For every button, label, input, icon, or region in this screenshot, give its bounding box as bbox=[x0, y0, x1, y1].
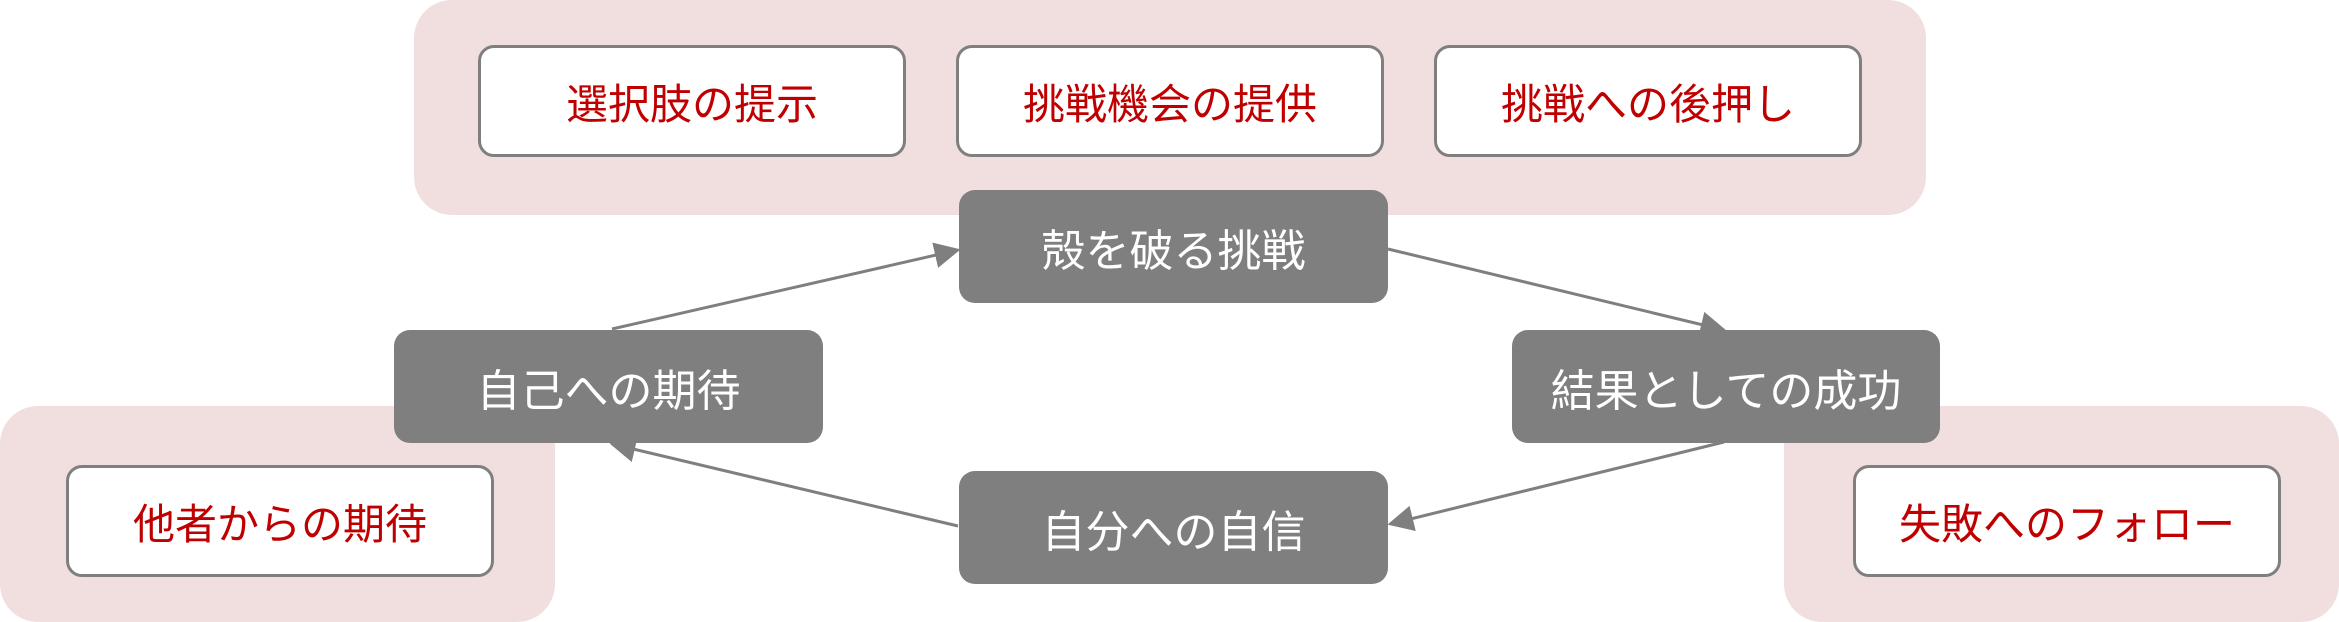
support-box-options: 選択肢の提示 bbox=[478, 45, 906, 157]
cycle-step-self-confidence: 自分への自信 bbox=[959, 471, 1388, 584]
arrow-bottom-to-left bbox=[609, 436, 959, 528]
support-box-encouragement: 挑戦への後押し bbox=[1434, 45, 1862, 157]
arrow-left-to-top bbox=[611, 242, 961, 331]
arrow-top-to-right bbox=[1387, 247, 1727, 338]
cycle-step-challenge: 殻を破る挑戦 bbox=[959, 190, 1388, 303]
cycle-step-self-expectation: 自己への期待 bbox=[394, 330, 823, 443]
support-box-expectations-from-others: 他者からの期待 bbox=[66, 465, 494, 577]
cycle-step-success: 結果としての成功 bbox=[1512, 330, 1940, 443]
arrow-right-to-bottom bbox=[1387, 440, 1725, 532]
support-box-failure-follow-up: 失敗へのフォロー bbox=[1853, 465, 2281, 577]
support-box-opportunities: 挑戦機会の提供 bbox=[956, 45, 1384, 157]
